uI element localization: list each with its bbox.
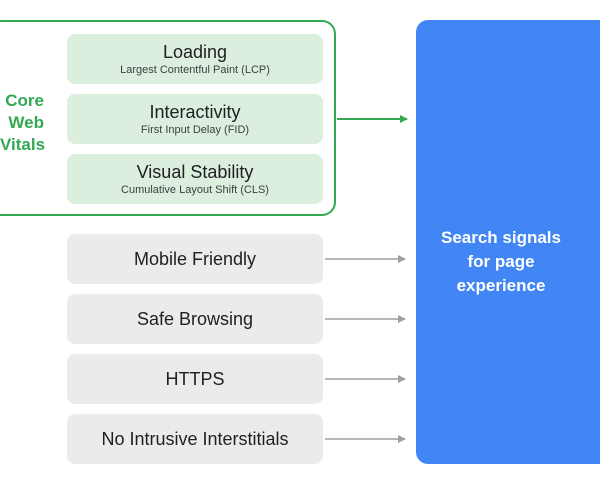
metric-title: Loading (162, 42, 228, 62)
metric-subtitle: First Input Delay (FID) (140, 124, 250, 136)
core-web-vitals-label: Core Web Vitals (0, 90, 46, 156)
core-web-vitals-group (0, 20, 336, 216)
core-web-vitals-label-line: Vitals (0, 135, 46, 154)
search-signals-label-line: experience (456, 276, 546, 295)
signal-https: HTTPS (67, 354, 323, 404)
search-signals-label-line: for page (467, 252, 535, 271)
signal-safe-browsing: Safe Browsing (67, 294, 323, 344)
metric-interactivity: Interactivity First Input Delay (FID) (67, 94, 323, 144)
metric-title: Interactivity (149, 102, 241, 122)
search-signals-box: Search signals for page experience (416, 20, 600, 464)
metric-visual-stability: Visual Stability Cumulative Layout Shift… (67, 154, 323, 204)
metric-subtitle: Largest Contentful Paint (LCP) (120, 64, 270, 76)
metric-title: Visual Stability (136, 162, 254, 182)
metric-subtitle: Cumulative Layout Shift (CLS) (121, 184, 269, 196)
signal-mobile-friendly: Mobile Friendly (67, 234, 323, 284)
search-signals-label-line: Search signals (440, 228, 561, 247)
signal-no-intrusive-interstitials: No Intrusive Interstitials (67, 414, 323, 464)
metric-loading: Loading Largest Contentful Paint (LCP) (67, 34, 323, 84)
core-web-vitals-label-line: Web (8, 113, 44, 132)
core-web-vitals-label-line: Core (5, 91, 44, 110)
search-signals-label: Search signals for page experience (416, 226, 586, 298)
